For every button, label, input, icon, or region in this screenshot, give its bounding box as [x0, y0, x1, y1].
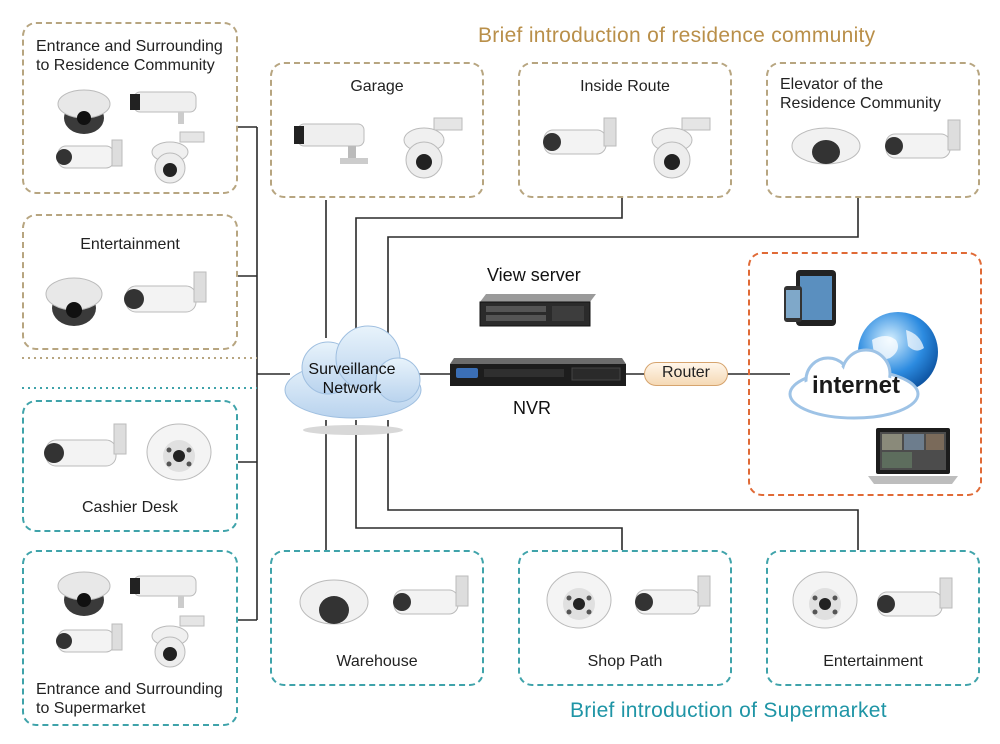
speed-dome-camera-icon	[403, 117, 463, 179]
bullet-camera-icon	[130, 91, 197, 124]
speed-dome-camera-icon	[651, 117, 711, 179]
shop-path-box: Shop Path	[518, 550, 732, 686]
ir-dome-camera-icon	[546, 571, 612, 629]
bullet-camera-icon	[44, 423, 127, 467]
mini-dome-camera-icon	[791, 127, 861, 165]
elevator-label: Elevator of the Residence Community	[780, 76, 941, 112]
shop-path-label: Shop Path	[587, 653, 663, 670]
bullet-camera-icon	[294, 123, 368, 164]
bullet-camera-icon	[877, 577, 953, 617]
dome-camera-icon	[57, 89, 111, 134]
supermarket-entrance-box: Entrance and Surrounding to Supermarket	[22, 550, 238, 726]
nvr-icon	[450, 358, 626, 386]
inside-route-box: Inside Route	[518, 62, 732, 198]
cashier-desk-label: Cashier Desk	[81, 499, 179, 516]
bullet-camera-icon	[885, 119, 961, 159]
bullet-camera-icon	[635, 575, 711, 615]
nvr-label: NVR	[513, 398, 552, 418]
router-pill	[644, 362, 728, 386]
inside-route-label: Inside Route	[580, 78, 670, 95]
tablet-icon	[784, 270, 836, 326]
view-server-icon	[479, 294, 596, 327]
bullet-camera-icon	[543, 117, 617, 155]
elevator-box: Elevator of the Residence Community	[766, 62, 980, 198]
ir-dome-camera-icon	[146, 423, 212, 481]
dome-camera-icon	[45, 277, 103, 326]
supermarket-entertainment-box: Entertainment	[766, 550, 980, 686]
laptop-icon	[868, 428, 958, 484]
residence-entertainment-box: Entertainment	[22, 214, 238, 350]
speed-dome-camera-icon	[151, 615, 205, 668]
speed-dome-camera-icon	[151, 131, 205, 184]
residence-entertainment-label: Entertainment	[80, 236, 180, 253]
bullet-camera-icon	[124, 271, 207, 313]
bullet-camera-icon	[56, 623, 123, 653]
residence-entrance-label: Entrance and Surrounding to Residence Co…	[36, 38, 223, 74]
residence-title: Brief introduction of residence communit…	[478, 24, 876, 47]
supermarket-entrance-label: Entrance and Surrounding to Supermarket	[36, 681, 223, 717]
garage-label: Garage	[350, 78, 404, 95]
bullet-camera-icon	[56, 139, 123, 169]
warehouse-label: Warehouse	[336, 653, 418, 670]
internet-cloud-icon	[788, 348, 920, 420]
warehouse-box: Warehouse	[270, 550, 484, 686]
router-label: Router	[661, 364, 711, 381]
bullet-camera-icon	[393, 575, 469, 615]
mini-dome-camera-icon	[299, 579, 369, 625]
residence-entrance-box: Entrance and Surrounding to Residence Co…	[22, 22, 238, 194]
supermarket-title: Brief introduction of Supermarket	[570, 699, 887, 722]
bullet-camera-icon	[130, 575, 197, 608]
ir-dome-camera-icon	[792, 571, 858, 629]
internet-box: internet	[748, 252, 982, 496]
view-server-label: View server	[487, 265, 581, 285]
supermarket-entertainment-label: Entertainment	[823, 653, 923, 670]
cashier-desk-box: Cashier Desk	[22, 400, 238, 532]
surveillance-network-label: Surveillance Network	[308, 361, 396, 397]
dome-camera-icon	[57, 571, 111, 616]
internet-label: internet	[811, 372, 900, 399]
surveillance-network-cloud-icon	[284, 325, 422, 435]
garage-box: Garage	[270, 62, 484, 198]
